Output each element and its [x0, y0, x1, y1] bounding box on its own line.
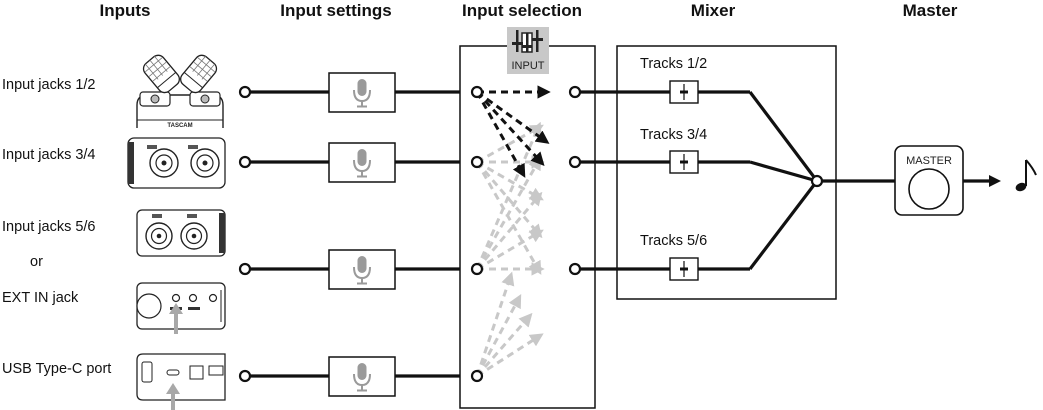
header-input-settings: Input settings [280, 1, 391, 20]
label-usb-type-c-port: USB Type-C port [2, 361, 111, 377]
master-label: MASTER [906, 155, 952, 167]
ext-in-pointer-arrow-icon [169, 303, 183, 334]
active-routing-lines [475, 85, 551, 178]
input-node-2 [238, 155, 252, 169]
usb-pointer-arrow-icon [166, 383, 180, 410]
mix-bus-node [810, 174, 824, 188]
xlr-jacks-34-illustration [127, 137, 226, 189]
label-input-jacks-34: Input jacks 3/4 [2, 147, 96, 163]
header-master: Master [903, 1, 958, 20]
label-tracks-12: Tracks 1/2 [640, 56, 707, 72]
input-settings-box-1[interactable] [328, 72, 396, 113]
mixer-block: Tracks 1/2 Tracks 3/4 Tracks 5/6 [568, 45, 837, 300]
input-badge[interactable]: INPUT [507, 27, 549, 74]
input-settings-chain [238, 72, 475, 397]
input-node-1 [238, 85, 252, 99]
label-ext-in-jack: EXT IN jack [2, 290, 79, 306]
header-mixer: Mixer [691, 1, 736, 20]
input-settings-box-2[interactable] [328, 142, 396, 183]
knob-icon [908, 168, 950, 210]
label-tracks-34: Tracks 3/4 [640, 127, 707, 143]
input-settings-box-4[interactable] [328, 356, 396, 397]
label-or: or [30, 254, 43, 270]
label-input-jacks-12: Input jacks 1/2 [2, 77, 96, 93]
xy-mic-illustration: TASCAM [136, 54, 224, 129]
music-note-icon [1015, 159, 1037, 192]
usb-side-panel-illustration [136, 353, 226, 401]
input-badge-label: INPUT [512, 60, 545, 72]
master-knob[interactable]: MASTER [894, 145, 964, 216]
input-selection-block: INPUT [459, 27, 596, 409]
input-settings-box-3[interactable] [328, 249, 396, 290]
fader-tracks-34-icon[interactable] [669, 150, 699, 174]
header-input-selection: Input selection [462, 1, 582, 20]
input-fader-icon [512, 30, 543, 53]
fader-tracks-12-icon[interactable] [669, 80, 699, 104]
ext-in-panel-illustration [136, 282, 226, 330]
header-inputs: Inputs [100, 1, 151, 20]
inactive-routing-lines [475, 121, 545, 378]
input-node-4 [238, 369, 252, 383]
fader-tracks-56-icon[interactable] [669, 257, 699, 281]
tascam-brand-text: TASCAM [167, 123, 192, 129]
label-tracks-56: Tracks 5/6 [640, 233, 707, 249]
output-arrow-icon [989, 175, 1001, 187]
input-node-3 [238, 262, 252, 276]
master-section: MASTER [822, 145, 1037, 216]
label-input-jacks-56: Input jacks 5/6 [2, 219, 96, 235]
xlr-jacks-56-illustration [136, 209, 226, 257]
